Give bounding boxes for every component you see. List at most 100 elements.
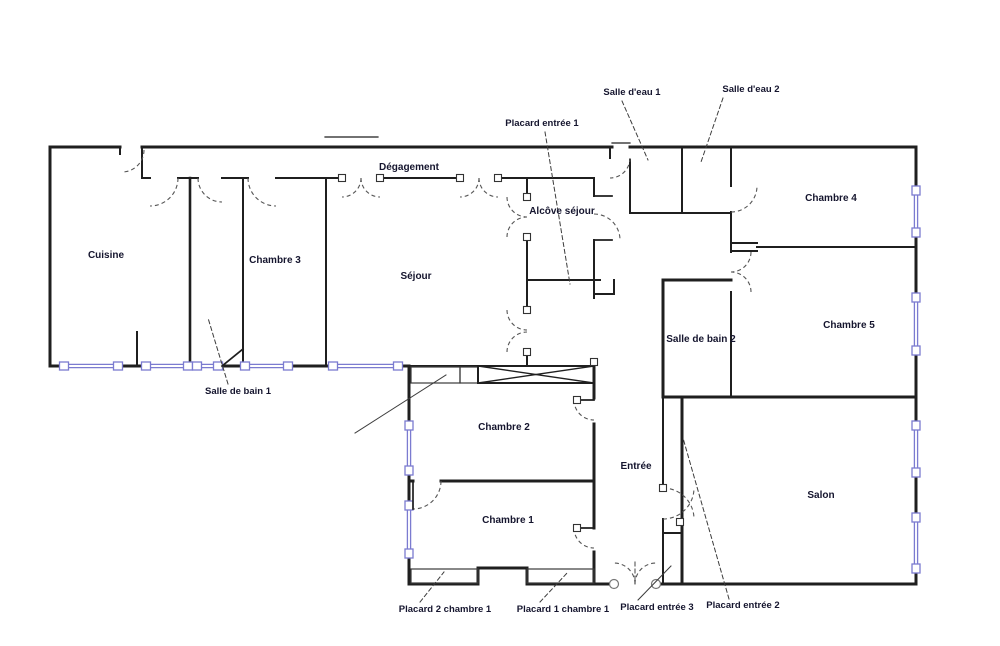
door-hinge-square (589, 357, 599, 367)
leader-line-placard-entree-1 (544, 131, 571, 285)
leader-line-placard-1-chambre-1 (539, 571, 569, 603)
door-swing-arc (149, 177, 179, 207)
entry-door-post (608, 578, 620, 590)
door-hinge-square (455, 173, 465, 183)
window-icon (404, 420, 414, 431)
window-icon (239, 361, 251, 371)
door-swing-arc (506, 309, 528, 331)
door-swing-arc (730, 185, 758, 213)
door-swing-arc (730, 271, 752, 293)
leader-line-salle-d-eau-1 (621, 100, 649, 161)
door-swing-arc (478, 177, 499, 198)
annotation-label-salle-de-bain-1: Salle de bain 1 (205, 386, 272, 397)
door-swing-arc (412, 480, 442, 510)
window-icon (911, 563, 921, 574)
window-knockout (405, 505, 413, 553)
window-knockout (333, 362, 398, 370)
room-label-salle-de-bain-2: Salle de bain 2 (666, 334, 736, 345)
window-icon (140, 361, 152, 371)
room-label-sejour: Séjour (400, 271, 431, 282)
door-hinge-square (658, 483, 668, 493)
door-hinge-square (675, 517, 685, 527)
window-knockout (64, 362, 118, 370)
duct-cross-line (477, 365, 595, 384)
door-hinge-square (522, 192, 532, 202)
annotation-label-placard-1-chambre-1: Placard 1 chambre 1 (517, 604, 610, 615)
window-icon (112, 361, 124, 371)
door-swing-arc (662, 487, 695, 520)
leader-line-placard-2-chambre-1 (419, 571, 445, 603)
annotation-label-placard-entree-3: Placard entrée 3 (620, 602, 693, 613)
window-knockout (146, 362, 188, 370)
room-label-degagement: Dégagement (379, 162, 440, 173)
room-label-chambre-3: Chambre 3 (249, 255, 301, 266)
annotation-label-placard-2-chambre-1: Placard 2 chambre 1 (399, 604, 492, 615)
entry-door-post (650, 578, 662, 590)
door-hinge-square (572, 395, 582, 405)
room-label-chambre-4: Chambre 4 (805, 193, 857, 204)
door-swing-arc (506, 331, 528, 353)
window-icon (392, 361, 404, 371)
door-swing-arc (662, 487, 695, 520)
window-knockout (912, 425, 920, 472)
door-leaf (220, 347, 245, 368)
window-icon (911, 512, 921, 523)
window-icon (404, 465, 414, 476)
window-knockout (405, 425, 413, 470)
door-swing-arc (609, 157, 631, 179)
window-icon (182, 361, 194, 371)
door-swing-arc (360, 177, 381, 198)
room-label-chambre-1: Chambre 1 (482, 515, 534, 526)
door-hinge-square (522, 305, 532, 315)
annotation-label-placard-entree-1: Placard entrée 1 (505, 118, 579, 129)
room-label-cuisine: Cuisine (88, 250, 125, 261)
leader-line-salle-de-bain-1 (207, 317, 229, 385)
door-swing-arc (121, 149, 145, 173)
door-hinge-square (375, 173, 385, 183)
room-label-chambre-2: Chambre 2 (478, 422, 530, 433)
room-label-alcove-sejour: Alcôve séjour (529, 206, 595, 217)
window-knockout (912, 190, 920, 232)
leader-line-salle-d-eau-2 (700, 97, 724, 163)
window-icon (911, 420, 921, 431)
leader-line-placard-entree-2 (682, 437, 730, 600)
window-icon (327, 361, 339, 371)
room-label-chambre-5: Chambre 5 (823, 320, 875, 331)
window-knockout (197, 362, 218, 370)
door-hinge-square (493, 173, 503, 183)
annotation-label-salle-d-eau-2: Salle d'eau 2 (722, 84, 779, 95)
window-icon (911, 227, 921, 238)
window-icon (911, 185, 921, 196)
door-swing-arc (593, 213, 621, 241)
room-label-entree: Entrée (620, 461, 652, 472)
leader-line-placard-entree-3 (637, 565, 672, 601)
door-swing-arc (247, 177, 277, 207)
window-icon (58, 361, 70, 371)
closet-box (526, 568, 595, 584)
door-swing-arc (506, 216, 528, 238)
door-hinge-square (522, 232, 532, 242)
duct-crossed-box (477, 365, 595, 384)
leader-line-unlabeled (354, 374, 447, 434)
annotation-label-placard-entree-2: Placard entrée 2 (706, 600, 779, 611)
door-swing-arc (634, 562, 657, 585)
room-label-salon: Salon (807, 490, 834, 501)
window-knockout (245, 362, 288, 370)
door-hinge-square (522, 347, 532, 357)
door-swing-arc (197, 177, 223, 203)
closet-box (410, 568, 479, 584)
window-knockout (912, 297, 920, 350)
door-hinge-square (337, 173, 347, 183)
window-icon (404, 548, 414, 559)
window-icon (911, 345, 921, 356)
window-icon (191, 361, 203, 371)
annotation-label-salle-d-eau-1: Salle d'eau 1 (603, 87, 661, 98)
window-icon (911, 292, 921, 303)
window-icon (404, 500, 414, 511)
window-icon (911, 467, 921, 478)
window-knockout (912, 517, 920, 568)
door-hinge-square (572, 523, 582, 533)
